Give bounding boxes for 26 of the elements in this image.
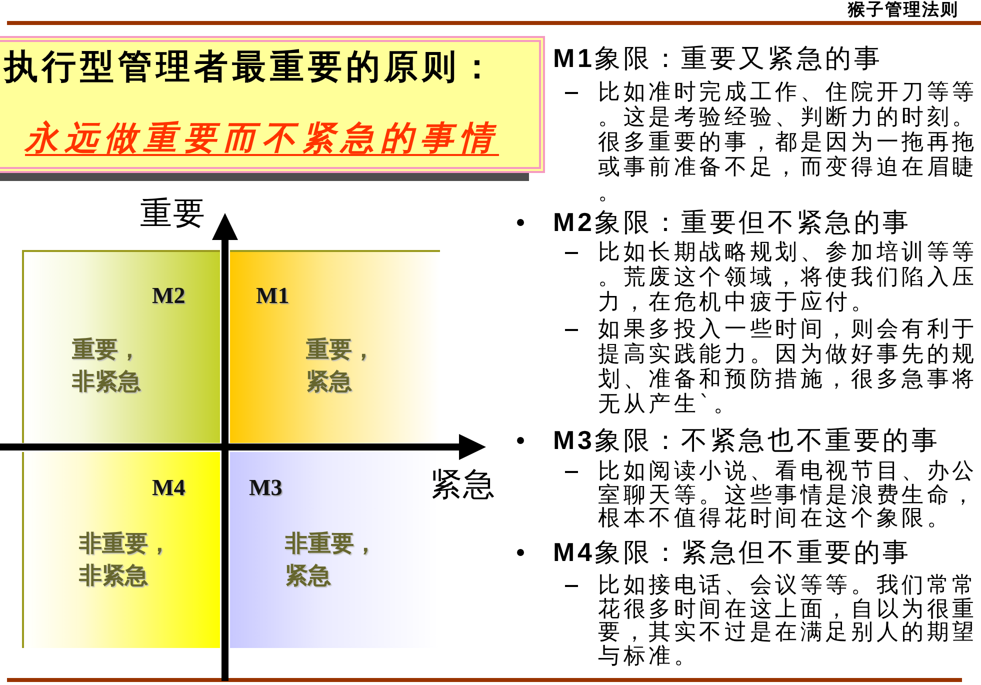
quadrant-text: 非重要，非紧急 bbox=[79, 530, 172, 590]
list-item-text: 比如接电话、会议等等。我们常常花很多时间在这上面，自以为很重要，其实不过是在满足别人的期望与标准。 bbox=[598, 574, 978, 668]
quadrant-tag: M4 bbox=[152, 474, 186, 502]
quadrant-tag: M2 bbox=[152, 282, 186, 310]
quadrant-text: 重要，紧急 bbox=[306, 336, 376, 396]
axis-label: 重要 bbox=[140, 194, 206, 233]
list-heading: M1象限：重要又紧急的事 bbox=[553, 43, 883, 73]
list-item-text: 比如准时完成工作、住院开刀等等。这是考验经验、判断力的时刻。很多重要的事，都是因为一拖再拖或事前准备不足，而变得迫在眉睫。 bbox=[598, 80, 978, 205]
quadrant-tag: M1 bbox=[256, 282, 290, 310]
heading: 执行型管理者最重要的原则： bbox=[4, 46, 498, 89]
list-heading: M4象限：紧急但不重要的事 bbox=[553, 537, 912, 567]
list-item-text: 如果多投入一些时间，则会有利于提高实践能力。因为做好事先的规划、准备和预防措施，很多急事将无从产生`。 bbox=[598, 317, 978, 417]
list-item-text: 比如长期战略规划、参加培训等等。荒废这个领域，将使我们陷入压力，在危机中疲于应付。 bbox=[598, 240, 978, 315]
quadrant-box bbox=[22, 452, 220, 648]
list-heading: M2象限：重要但不紧急的事 bbox=[553, 207, 912, 237]
quadrant-text: 重要，非紧急 bbox=[72, 336, 142, 396]
quadrant-box bbox=[22, 250, 220, 443]
axis-label: 紧急 bbox=[430, 465, 496, 504]
quadrant-box bbox=[230, 250, 440, 443]
quadrant-text: 非重要，紧急 bbox=[285, 530, 378, 590]
slogan-text: 永远做重要而不紧急的事情 bbox=[25, 117, 499, 159]
list-heading: M3象限：不紧急也不重要的事 bbox=[553, 425, 940, 455]
page-header: 猴子管理法则 bbox=[848, 0, 959, 20]
quadrant-tag: M3 bbox=[249, 474, 282, 502]
banner-box bbox=[0, 36, 545, 173]
list-item-text: 比如阅读小说、看电视节目、办公室聊天等。这些事情是浪费生命，根本不值得花时间在这个象限。 bbox=[598, 460, 978, 530]
